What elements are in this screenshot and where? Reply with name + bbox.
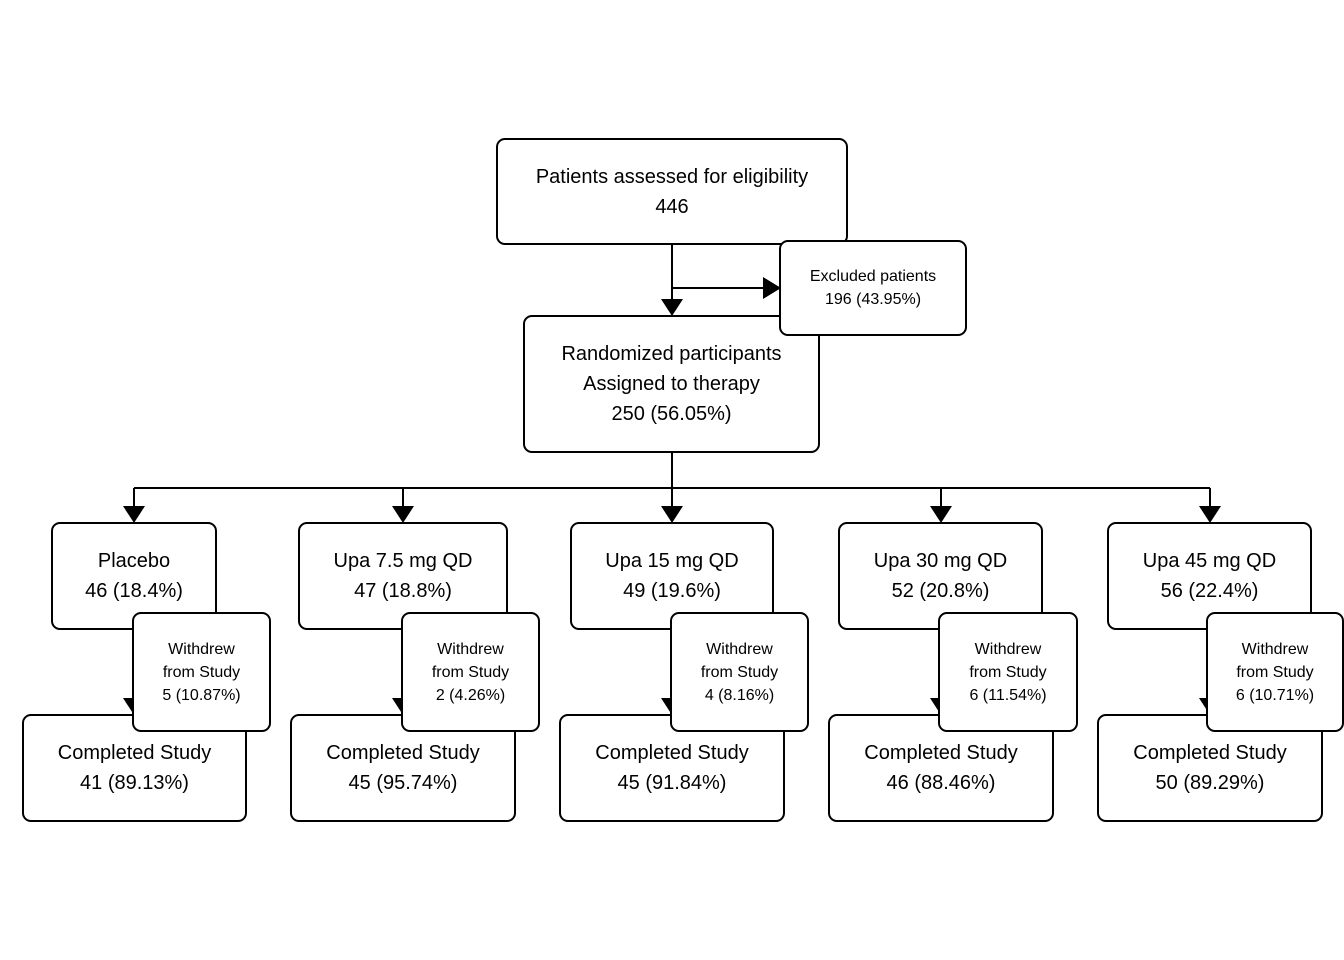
withdrew-line2: from Study: [1236, 663, 1314, 681]
assessed-box: Patients assessed for eligibility 446: [496, 138, 848, 245]
withdrew-count: 4 (8.16%): [704, 686, 775, 704]
withdrew-line2: from Study: [431, 663, 510, 681]
arm-count: 46 (18.4%): [85, 580, 183, 602]
arm-name: Upa 45 mg QD: [1142, 550, 1277, 572]
withdrew-line2: from Study: [969, 663, 1047, 681]
arm-arrow: [123, 506, 145, 523]
completed-label: Completed Study: [595, 742, 749, 764]
withdrew-line2: from Study: [700, 663, 779, 681]
withdrew-line1: Withdrew: [168, 640, 235, 658]
withdrew-box: Withdrew from Study 6 (10.71%): [1206, 612, 1344, 732]
completed-count: 45 (91.84%): [617, 772, 727, 794]
completed-label: Completed Study: [1133, 742, 1287, 764]
randomized-line2: Assigned to therapy: [583, 373, 760, 395]
withdrew-box: Withdrew from Study 5 (10.87%): [132, 612, 271, 732]
arm-count: 52 (20.8%): [891, 580, 990, 602]
arm-count: 49 (19.6%): [623, 580, 721, 602]
arm-count: 47 (18.8%): [354, 580, 452, 602]
arm-name: Upa 15 mg QD: [605, 550, 739, 572]
arm-arrow: [661, 506, 683, 523]
withdrew-count: 6 (11.54%): [969, 686, 1047, 704]
withdrew-line1: Withdrew: [706, 640, 773, 658]
arm-arrow: [930, 506, 952, 523]
arm-name: Placebo: [97, 550, 171, 572]
withdrew-box: Withdrew from Study 4 (8.16%): [670, 612, 809, 732]
completed-label: Completed Study: [326, 742, 480, 764]
completed-box: Completed Study 41 (89.13%): [22, 714, 247, 822]
excluded-box: Excluded patients 196 (43.95%): [779, 240, 967, 336]
completed-label: Completed Study: [57, 742, 212, 764]
withdrew-box: Withdrew from Study 6 (11.54%): [938, 612, 1078, 732]
withdrew-line2: from Study: [162, 663, 241, 681]
completed-box: Completed Study 46 (88.46%): [828, 714, 1054, 822]
completed-count: 50 (89.29%): [1155, 772, 1265, 794]
completed-count: 45 (95.74%): [348, 772, 458, 794]
arm-count: 56 (22.4%): [1160, 580, 1259, 602]
withdrew-count: 5 (10.87%): [162, 686, 241, 704]
excluded-title: Excluded patients: [809, 268, 937, 285]
completed-count: 41 (89.13%): [80, 772, 189, 794]
excluded-count: 196 (43.95%): [824, 291, 922, 308]
randomized-box: Randomized participants Assigned to ther…: [523, 315, 820, 453]
withdrew-count: 2 (4.26%): [435, 686, 506, 704]
completed-count: 46 (88.46%): [886, 772, 996, 794]
assessed-count: 446: [655, 195, 689, 218]
completed-box: Completed Study 45 (95.74%): [290, 714, 516, 822]
completed-label: Completed Study: [864, 742, 1018, 764]
excluded-arrow: [763, 277, 781, 299]
arm-arrow: [1199, 506, 1221, 523]
randomized-count: 250 (56.05%): [611, 403, 732, 425]
withdrew-line1: Withdrew: [974, 640, 1042, 658]
assessed-title: Patients assessed for eligibility: [535, 165, 809, 188]
assessed-to-randomized-arrow: [661, 299, 683, 316]
withdrew-count: 6 (10.71%): [1235, 686, 1315, 704]
arm-name: Upa 30 mg QD: [873, 550, 1008, 572]
arm-arrow: [392, 506, 414, 523]
withdrew-box: Withdrew from Study 2 (4.26%): [401, 612, 540, 732]
randomized-line1: Randomized participants: [561, 343, 782, 365]
arm-name: Upa 7.5 mg QD: [333, 550, 473, 572]
withdrew-line1: Withdrew: [1241, 640, 1309, 658]
withdrew-line1: Withdrew: [437, 640, 504, 658]
